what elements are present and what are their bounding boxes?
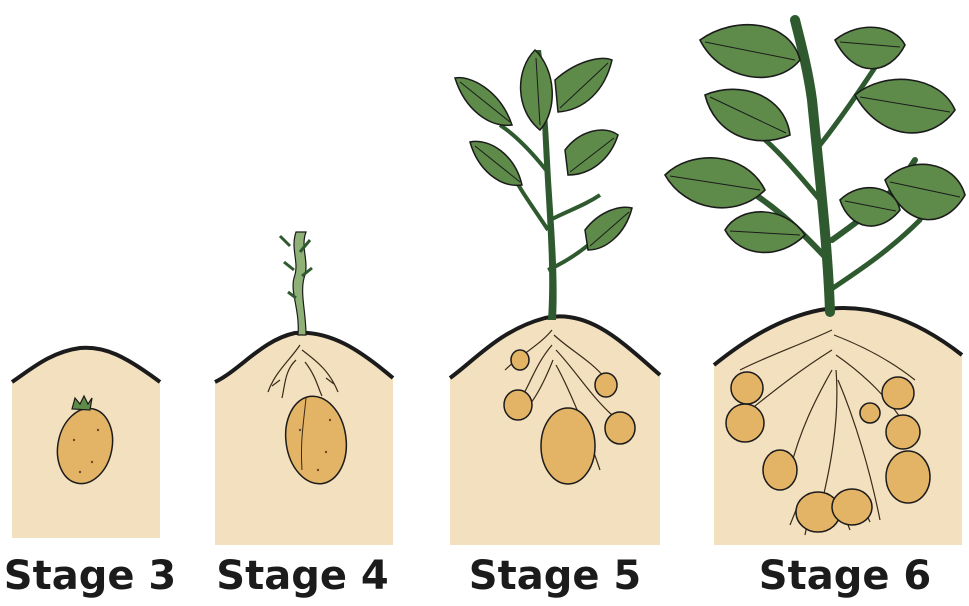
- stage-6-leaf: [725, 212, 805, 253]
- stage-5-tuber: [595, 373, 617, 397]
- stage-5-leaf: [555, 58, 612, 112]
- stage-3-label: Stage 3: [0, 548, 180, 604]
- stage-5-label: Stage 5: [445, 548, 665, 604]
- stage-6-tuber: [860, 403, 880, 423]
- stage-3-illustration: [12, 348, 160, 538]
- stage-4-label: Stage 4: [205, 548, 400, 604]
- stage-5-tuber: [541, 408, 595, 484]
- stage-5-tuber: [511, 350, 529, 370]
- stage-6-leaf: [835, 27, 905, 68]
- stage-6-tuber: [882, 377, 914, 409]
- stage-6-tuber: [726, 404, 764, 442]
- stage-5-tuber: [504, 390, 532, 420]
- stage-6-stem: [795, 20, 830, 312]
- stage-5-leaf: [565, 130, 618, 175]
- stage-5-tuber: [605, 412, 635, 444]
- stage-6-illustration: [665, 20, 965, 545]
- stage-6-tuber: [731, 372, 763, 404]
- stage-5-illustration: [450, 50, 660, 545]
- stage-6-tuber: [886, 451, 930, 503]
- stage-6-leaf: [855, 79, 955, 133]
- stage-6-tuber: [763, 450, 797, 490]
- stage-6-label: Stage 6: [730, 548, 960, 604]
- stage-6-tuber: [832, 489, 872, 525]
- stage-4-illustration: [215, 232, 393, 545]
- stage-6-tuber: [886, 415, 920, 449]
